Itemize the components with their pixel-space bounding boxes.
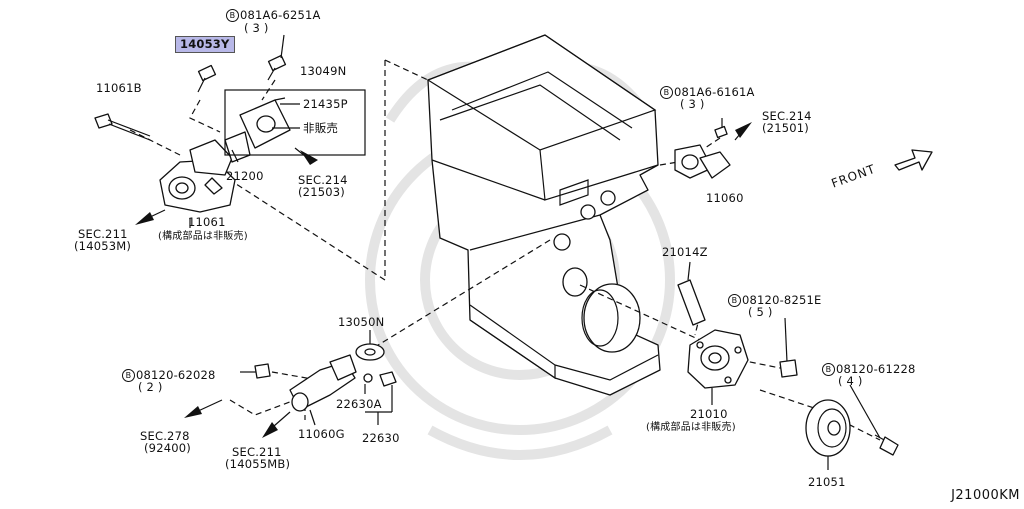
label-sec214-a-ref: (21503) xyxy=(298,185,345,199)
bolt-marker-icon: B xyxy=(822,363,835,376)
qty-08120-61228: ( 4 ) xyxy=(838,374,863,388)
qty-08120-62028: ( 2 ) xyxy=(138,380,163,394)
label-21010: 21010 xyxy=(690,407,728,421)
engine-block xyxy=(426,34,661,396)
water-inlet-11060g xyxy=(289,354,357,426)
bracket-13049n xyxy=(224,89,366,156)
gasket-13050n xyxy=(355,330,385,361)
bolt-marker-icon: B xyxy=(122,369,135,382)
arrow-sec211-14055mb xyxy=(262,411,291,438)
leader-21435p xyxy=(274,97,300,105)
bolt-marker-icon: B xyxy=(226,9,239,22)
label-14053y-highlighted[interactable]: 14053Y xyxy=(175,36,235,53)
bolt-081a6-6251a xyxy=(267,34,287,81)
label-11061-note: (構成部品は非販売) xyxy=(158,231,248,242)
label-21010-note: (構成部品は非販売) xyxy=(646,422,736,433)
qty-081a6-6251a: ( 3 ) xyxy=(244,21,269,35)
label-sec211-b-ref: (14055MB) xyxy=(225,457,291,471)
part-number: 081A6-6161A xyxy=(674,85,755,99)
label-sec214-b-ref: (21501) xyxy=(762,121,809,135)
bolt-11061b xyxy=(94,113,151,141)
label-21200: 21200 xyxy=(226,169,264,183)
label-11060: 11060 xyxy=(706,191,744,205)
leader-lines xyxy=(129,59,881,441)
water-outlet-13049n xyxy=(224,99,291,163)
water-pump-21010 xyxy=(687,329,749,405)
arrow-sec214-21501 xyxy=(734,122,752,141)
label-21435p: 21435P xyxy=(303,97,348,111)
label-11061b: 11061B xyxy=(96,81,142,95)
diagram-code: J21000KM xyxy=(951,488,1020,503)
bolt-08120-61228 xyxy=(849,384,899,456)
label-21051: 21051 xyxy=(808,475,846,489)
label-sec211-a-ref: (14053M) xyxy=(74,239,132,253)
part-number: 08120-8251E xyxy=(742,293,822,307)
arrow-sec214-21503 xyxy=(294,147,318,165)
label-sec211-b: SEC.211 xyxy=(232,445,282,459)
qty-081a6-6161a: ( 3 ) xyxy=(680,97,705,111)
label-sec214-a: SEC.214 xyxy=(298,173,348,187)
label-sec278: SEC.278 xyxy=(140,429,190,443)
label-13049n: 13049N xyxy=(300,64,347,78)
label-21014z: 21014Z xyxy=(662,245,708,259)
bolt-marker-icon: B xyxy=(660,86,673,99)
part-number: 081A6-6251A xyxy=(240,8,321,22)
pulley-21051 xyxy=(805,399,851,470)
sensor-22630a xyxy=(363,371,397,425)
bolt-marker-icon: B xyxy=(728,294,741,307)
label-11060g: 11060G xyxy=(298,427,345,441)
part-number: 08120-61228 xyxy=(836,362,916,376)
label-22630: 22630 xyxy=(362,431,400,445)
arrow-sec278-92400 xyxy=(184,399,223,418)
water-outlet-11060 xyxy=(674,118,731,179)
thermostat-housing-11061 xyxy=(159,139,236,228)
label-sec211-a: SEC.211 xyxy=(78,227,128,241)
front-arrow xyxy=(894,149,933,171)
bolt-14053y xyxy=(197,64,217,93)
label-11061: 11061 xyxy=(188,215,226,229)
qty-08120-8251e: ( 5 ) xyxy=(748,305,773,319)
label-sec278-ref: (92400) xyxy=(144,441,191,455)
part-number: 08120-62028 xyxy=(136,368,216,382)
label-hihanbai: 非販売 xyxy=(303,121,339,135)
label-22630a: 22630A xyxy=(336,397,382,411)
label-sec214-b: SEC.214 xyxy=(762,109,812,123)
bolt-08120-62028 xyxy=(240,363,271,379)
thermostat-21014z xyxy=(677,261,706,326)
arrow-sec211-14053m xyxy=(135,209,166,225)
bolt-08120-8251e xyxy=(779,317,798,378)
label-13050n: 13050N xyxy=(338,315,385,329)
